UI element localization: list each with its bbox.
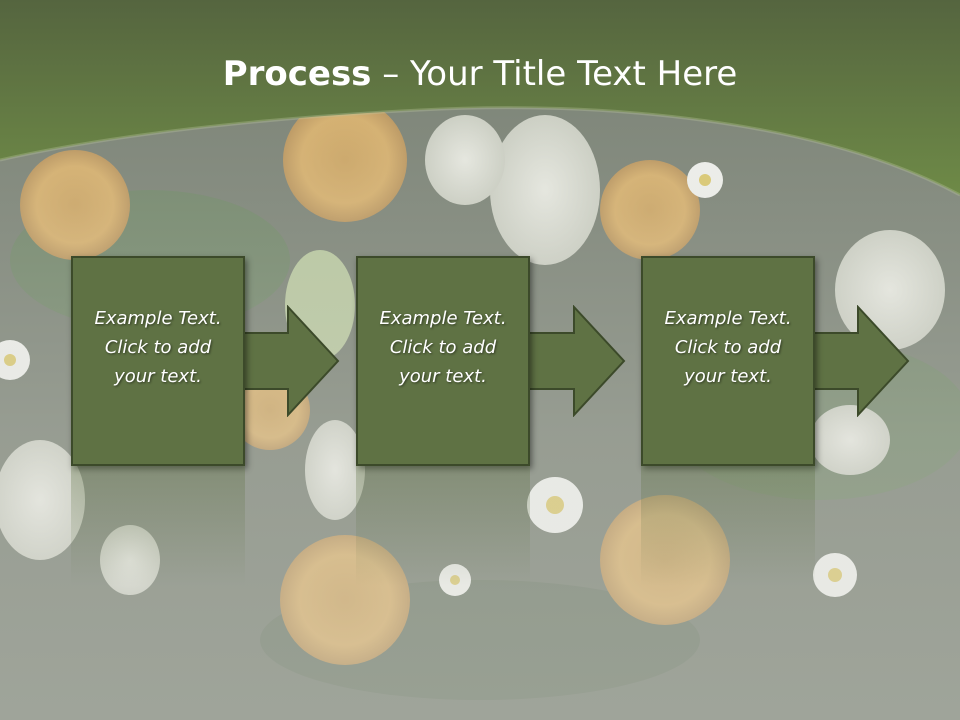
step-reflection [356, 466, 530, 586]
step-box[interactable]: Example Text. Click to add your text. [356, 256, 530, 466]
title-bold: Process [222, 54, 372, 94]
title-rest: – Your Title Text Here [371, 54, 738, 94]
step-box[interactable]: Example Text. Click to add your text. [71, 256, 245, 466]
step-box[interactable]: Example Text. Click to add your text. [641, 256, 815, 466]
arrow-right-icon [522, 305, 626, 417]
step-text: Example Text. Click to add your text. [94, 307, 222, 387]
step-text: Example Text. Click to add your text. [379, 307, 507, 387]
header-band [0, 0, 960, 197]
step-reflection [71, 466, 245, 586]
slide-title[interactable]: Process – Your Title Text Here [0, 52, 960, 96]
step-text: Example Text. Click to add your text. [664, 307, 792, 387]
step-reflection [641, 466, 815, 586]
arrow-right-icon [236, 305, 340, 417]
arrow-right-icon [806, 305, 910, 417]
